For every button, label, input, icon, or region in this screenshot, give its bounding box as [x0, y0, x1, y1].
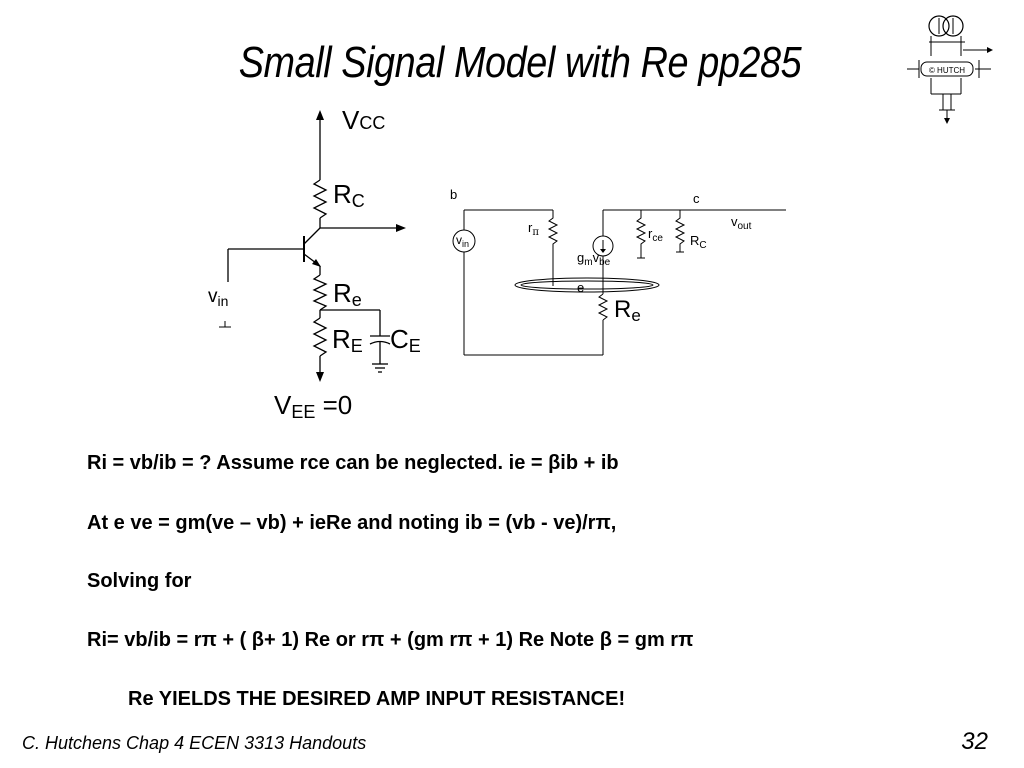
vee-label: V [274, 390, 292, 420]
footer-text: C. Hutchens Chap 4 ECEN 3313 Handouts [22, 733, 367, 753]
equation-line-1: Ri = vb/ib = ? Assume rce can be neglect… [87, 452, 619, 475]
svg-text:VCC: VCC [342, 105, 385, 135]
rpi-subscript: π [532, 227, 539, 238]
svg-text:rπ: rπ [528, 220, 539, 238]
rc2-label: R [690, 233, 699, 248]
rc-label: R [333, 179, 352, 209]
vin-label: v [208, 286, 218, 307]
rpi-label: r [528, 220, 533, 235]
equation-5-text: Re YIELDS THE DESIRED AMP INPUT RESISTAN… [128, 688, 626, 710]
circuit-diagrams: VCC RC vin Re RE CE VEE =0 [208, 105, 786, 422]
svg-text:rce: rce [648, 226, 663, 244]
logo-label: © HUTCH [929, 66, 965, 75]
node-b: b [450, 187, 457, 202]
svg-text:vout: vout [731, 214, 752, 232]
vcc-subscript: CC [359, 113, 385, 133]
svg-text:VEE =0: VEE =0 [274, 390, 352, 422]
equation-1-text: Ri = vb/ib = ? Assume rce can be neglect… [87, 452, 619, 474]
vout-label: v [731, 214, 738, 229]
rE-label: R [332, 324, 351, 354]
ce-subscript: E [409, 336, 421, 356]
hutch-logo: © HUTCH [907, 15, 993, 124]
vout-subscript: out [738, 221, 752, 232]
equation-line-4: Ri= vb/ib = rπ + ( β+ 1) Re or rπ + (gm … [87, 629, 693, 652]
re2-label: R [614, 296, 631, 323]
svg-text:Re: Re [333, 278, 362, 310]
vcc-label: V [342, 105, 360, 135]
equation-line-5: Re YIELDS THE DESIRED AMP INPUT RESISTAN… [128, 688, 625, 711]
svg-text:RC: RC [333, 179, 365, 211]
rE-subscript: E [351, 336, 363, 356]
svg-text:vin: vin [456, 233, 469, 249]
svg-text:RC: RC [690, 233, 707, 251]
rce-subscript: ce [652, 233, 663, 244]
src-vin-subscript: in [462, 239, 469, 249]
equation-line-2: At e ve = gm(ve – vb) + ieRe and noting … [87, 512, 616, 535]
rc2-subscript: C [699, 240, 706, 251]
re-subscript: e [352, 290, 362, 310]
svg-text:CE: CE [390, 324, 421, 356]
equation-3-text: Solving for [87, 570, 192, 592]
svg-text:Re: Re [614, 296, 641, 325]
gm-be-subscript: be [599, 257, 611, 268]
small-signal-model: b c e vin rπ gmvbe rce RC vout Re [450, 187, 786, 356]
node-e: e [577, 280, 584, 295]
page-number: 32 [961, 728, 988, 755]
vee-value: =0 [315, 390, 352, 420]
rce-label: r [648, 226, 653, 241]
node-c: c [693, 191, 700, 206]
svg-text:gmvbe: gmvbe [577, 250, 611, 268]
re2-subscript: e [631, 306, 640, 325]
gm-label: g [577, 250, 584, 265]
gm-v: v [593, 250, 600, 265]
src-vin-label: v [456, 233, 462, 247]
equation-line-3: Solving for [87, 570, 191, 593]
svg-text:vin: vin [208, 286, 228, 309]
rc-subscript: C [352, 191, 365, 211]
equation-4-text: Ri= vb/ib = rπ + ( β+ 1) Re or rπ + (gm … [87, 629, 694, 651]
common-emitter-circuit: VCC RC vin Re RE CE VEE =0 [208, 105, 421, 422]
re-label: R [333, 278, 352, 308]
ce-label: C [390, 324, 409, 354]
svg-text:RE: RE [332, 324, 363, 356]
vin-subscript: in [218, 293, 229, 309]
equation-2-text: At e ve = gm(ve – vb) + ieRe and noting … [87, 512, 617, 534]
gm-subscript: m [584, 257, 592, 268]
slide-title: Small Signal Model with Re pp285 [238, 38, 802, 87]
vee-subscript: EE [291, 402, 315, 422]
